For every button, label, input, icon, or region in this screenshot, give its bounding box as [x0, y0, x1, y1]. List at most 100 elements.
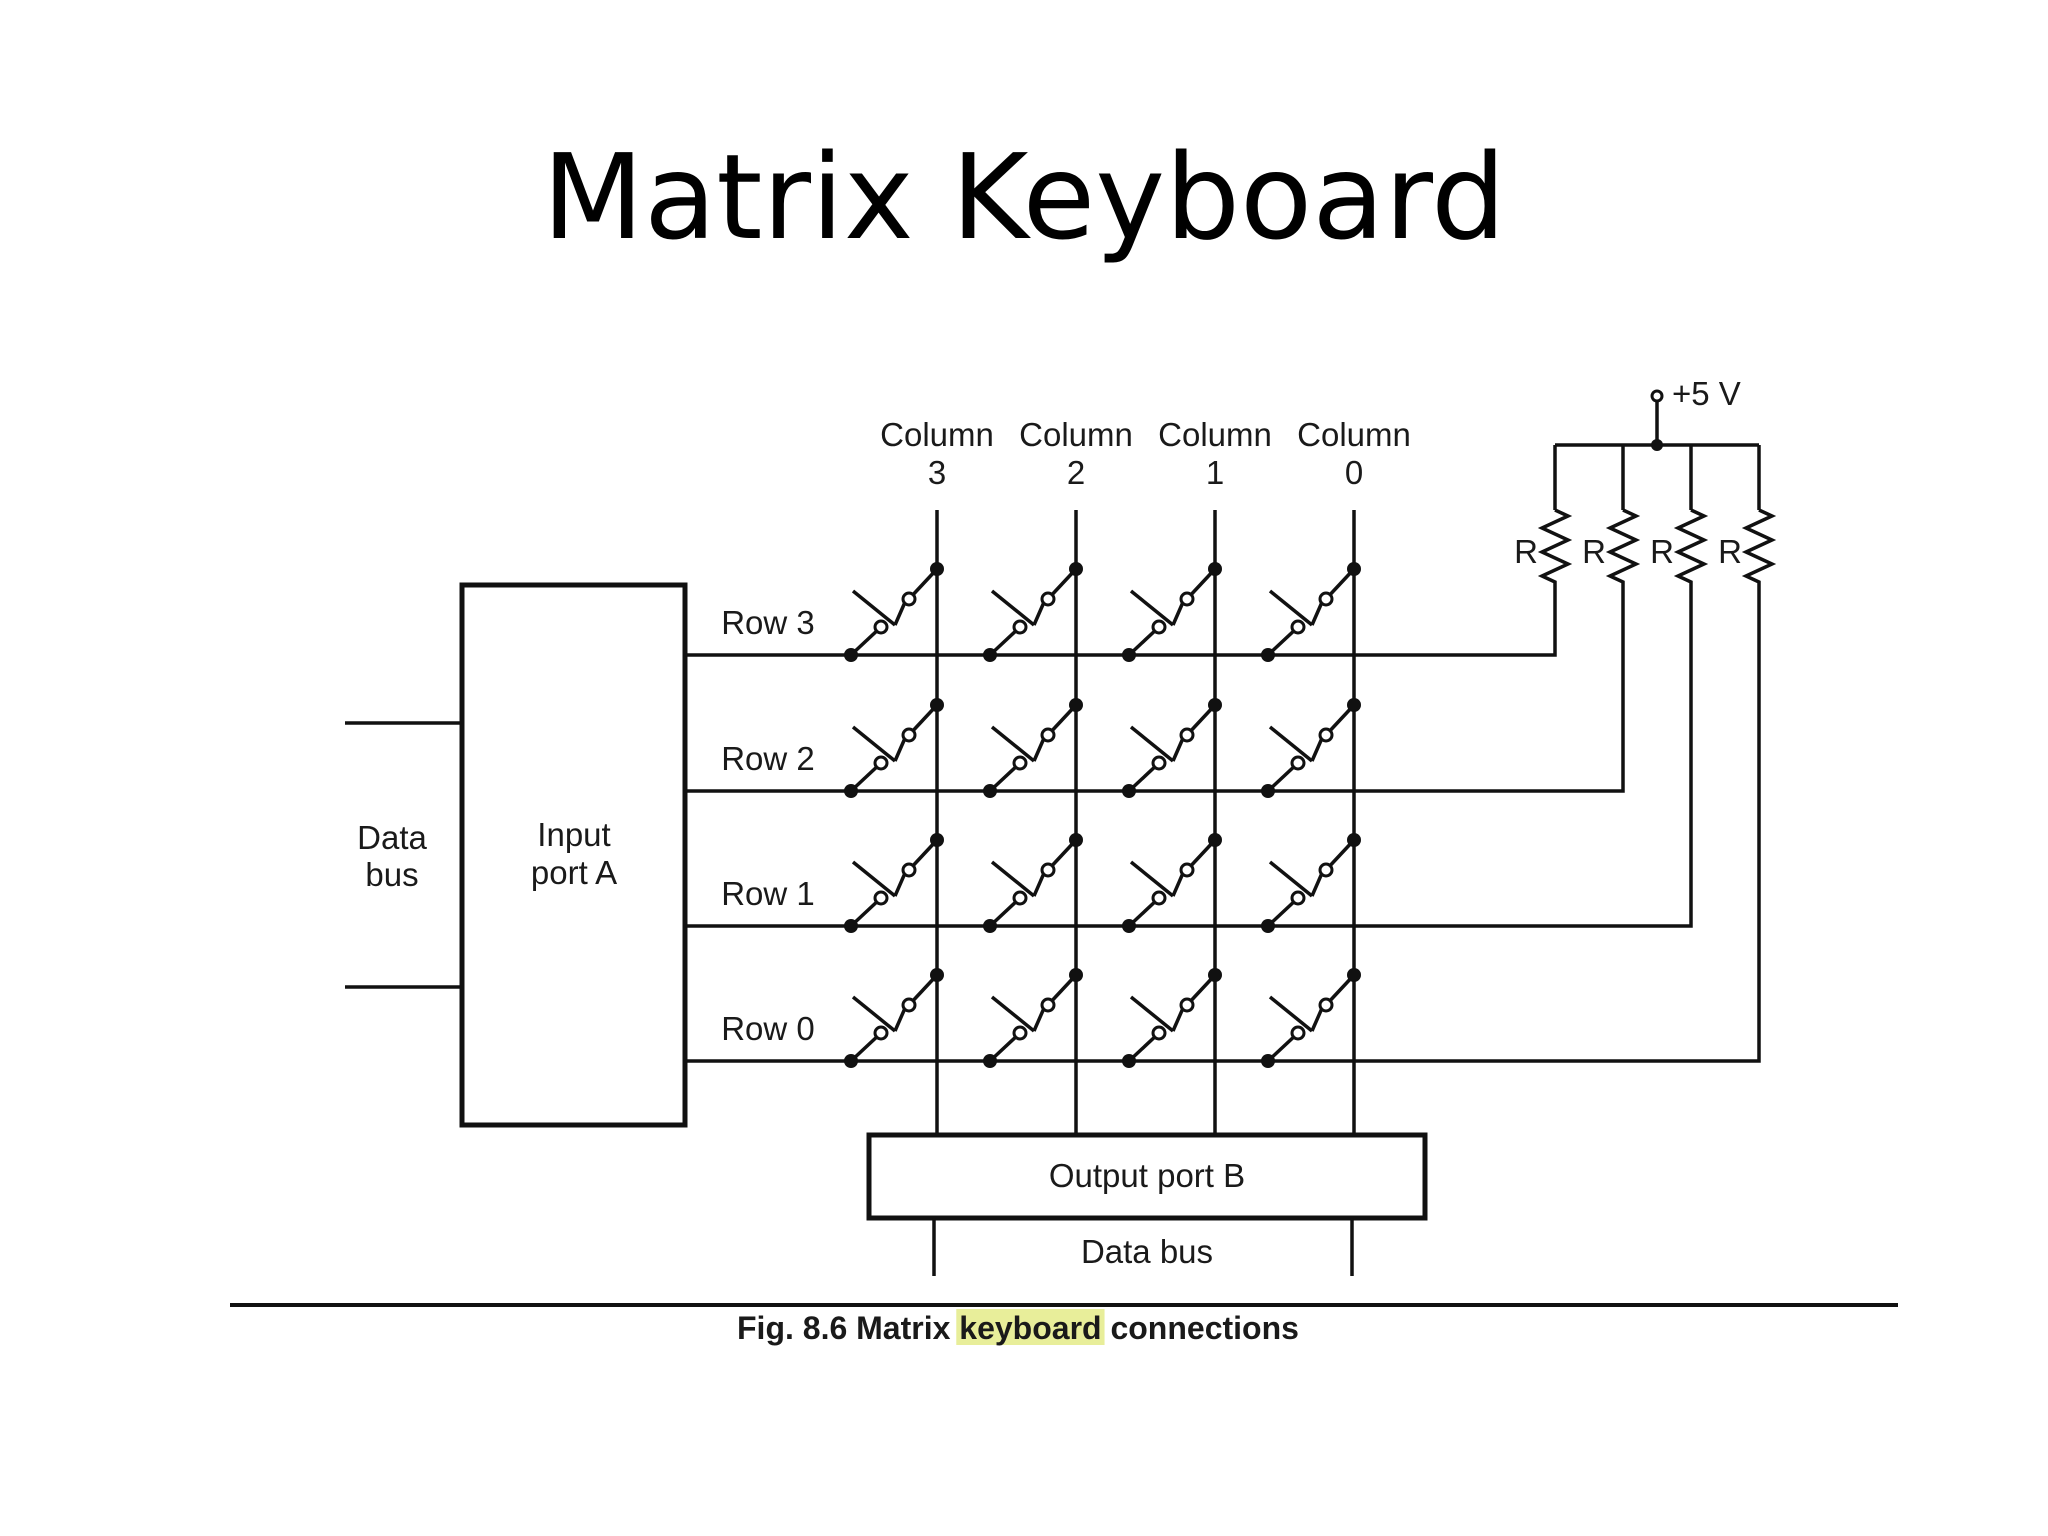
- switch-contact-lower: [1290, 619, 1306, 635]
- switch-contact-lower: [1290, 1025, 1306, 1041]
- column-labels: Column 3 Column 2 Column 1 Column 0: [880, 416, 1411, 491]
- key-switch-r3-c3: [844, 562, 944, 662]
- row-2-label: Row 2: [721, 740, 815, 777]
- column-junction-dot: [1208, 698, 1222, 712]
- switch-contact-upper: [1040, 727, 1056, 743]
- caption-highlight: [956, 1309, 1105, 1345]
- switch-actuator-top: [990, 725, 1036, 763]
- switch-actuator-top: [1129, 860, 1175, 898]
- switch-contact-upper: [1040, 591, 1056, 607]
- row-junction-dot: [1122, 919, 1136, 933]
- switch-actuator-top: [990, 995, 1036, 1033]
- switch-contact-upper: [901, 727, 917, 743]
- switch-actuator-top: [851, 589, 897, 627]
- column-junction-dot: [1208, 833, 1222, 847]
- caption-suffix: connections: [1102, 1310, 1299, 1346]
- row-1-wire: [685, 590, 1693, 928]
- switch-contact-upper: [1179, 997, 1195, 1013]
- column-junction-dot: [930, 833, 944, 847]
- key-switch-r2-c2: [983, 698, 1083, 798]
- row-junction-dot: [1122, 784, 1136, 798]
- switch-contact-upper: [1318, 591, 1334, 607]
- switch-contact-upper: [901, 997, 917, 1013]
- switch-contact-lower: [873, 1025, 889, 1041]
- row-2-wire: [685, 590, 1625, 793]
- key-switch-r2-c3: [844, 698, 944, 798]
- row-junction-dot: [844, 919, 858, 933]
- key-switch-r2-c1: [1122, 698, 1222, 798]
- column-junction-dot: [1208, 562, 1222, 576]
- key-switch-r1-c2: [983, 833, 1083, 933]
- left-data-bus-label-line2: bus: [365, 856, 418, 893]
- key-switch-r2-c0: [1261, 698, 1361, 798]
- switch-actuator-top: [990, 589, 1036, 627]
- switch-actuator-top: [1268, 725, 1314, 763]
- input-port-a-label-line2: port A: [531, 854, 617, 891]
- column-0-label-line2: 0: [1345, 454, 1363, 491]
- row-1-label: Row 1: [721, 875, 815, 912]
- column-junction-dot: [1347, 833, 1361, 847]
- switch-contact-lower: [1290, 890, 1306, 906]
- left-data-bus-label-line1: Data: [357, 819, 427, 856]
- caption-highlight-word: keyboard: [959, 1310, 1101, 1346]
- row-junction-dot: [844, 784, 858, 798]
- key-switch-r3-c2: [983, 562, 1083, 662]
- switch-contact-upper: [1179, 727, 1195, 743]
- key-switch-r0-c1: [1122, 968, 1222, 1068]
- switch-actuator-top: [1129, 995, 1175, 1033]
- supply-junction: [1651, 439, 1663, 451]
- row-junction-dot: [1261, 919, 1275, 933]
- column-junction-dot: [1347, 968, 1361, 982]
- column-2-label-line2: 2: [1067, 454, 1085, 491]
- resistor-zigzag: [1741, 508, 1777, 590]
- switch-actuator-top: [1129, 589, 1175, 627]
- switch-contact-lower: [1012, 890, 1028, 906]
- column-junction-dot: [1347, 562, 1361, 576]
- switch-contact-upper: [1179, 862, 1195, 878]
- switch-contact-lower: [1012, 619, 1028, 635]
- column-junction-dot: [1069, 833, 1083, 847]
- pull-up-resistor-2: R: [1582, 445, 1641, 590]
- column-2-label-line1: Column: [1019, 416, 1133, 453]
- switch-contact-upper: [1318, 862, 1334, 878]
- resistor-zigzag: [1605, 508, 1641, 590]
- row-junction-dot: [844, 1054, 858, 1068]
- key-switch-r1-c0: [1261, 833, 1361, 933]
- column-junction-dot: [930, 968, 944, 982]
- column-junction-dot: [930, 698, 944, 712]
- switch-actuator-top: [990, 860, 1036, 898]
- switch-contact-lower: [873, 619, 889, 635]
- resistor-zigzag: [1673, 508, 1709, 590]
- key-switch-r0-c0: [1261, 968, 1361, 1068]
- caption-prefix: Fig. 8.6 Matrix: [737, 1310, 959, 1346]
- row-junction-dot: [1122, 648, 1136, 662]
- bottom-data-bus-label: Data bus: [1081, 1233, 1213, 1270]
- switch-actuator-top: [1129, 725, 1175, 763]
- column-1-label-line1: Column: [1158, 416, 1272, 453]
- key-switch-r3-c0: [1261, 562, 1361, 662]
- row-junction-dot: [983, 784, 997, 798]
- column-junction-dot: [1069, 968, 1083, 982]
- pull-up-resistor-3: R: [1650, 445, 1709, 590]
- row-3-label: Row 3: [721, 604, 815, 641]
- switch-contact-lower: [1290, 755, 1306, 771]
- key-switch-r1-c1: [1122, 833, 1222, 933]
- switch-contact-lower: [1151, 1025, 1167, 1041]
- switch-actuator-top: [851, 995, 897, 1033]
- row-junction-dot: [1261, 784, 1275, 798]
- pull-up-resistor-1: R: [1514, 445, 1573, 590]
- switch-actuator-top: [851, 860, 897, 898]
- resistor-label: R: [1582, 533, 1606, 570]
- output-port-b-label: Output port B: [1049, 1157, 1245, 1194]
- row-junction-dot: [1122, 1054, 1136, 1068]
- row-0-label: Row 0: [721, 1010, 815, 1047]
- pull-up-resistor-4: R: [1718, 445, 1777, 590]
- switch-contact-lower: [1012, 755, 1028, 771]
- row-junction-dot: [983, 648, 997, 662]
- row-junction-dot: [1261, 1054, 1275, 1068]
- switch-contact-upper: [1040, 862, 1056, 878]
- row-junction-dot: [983, 919, 997, 933]
- row-junction-dot: [1261, 648, 1275, 662]
- slide-title: Matrix Keyboard: [542, 128, 1506, 266]
